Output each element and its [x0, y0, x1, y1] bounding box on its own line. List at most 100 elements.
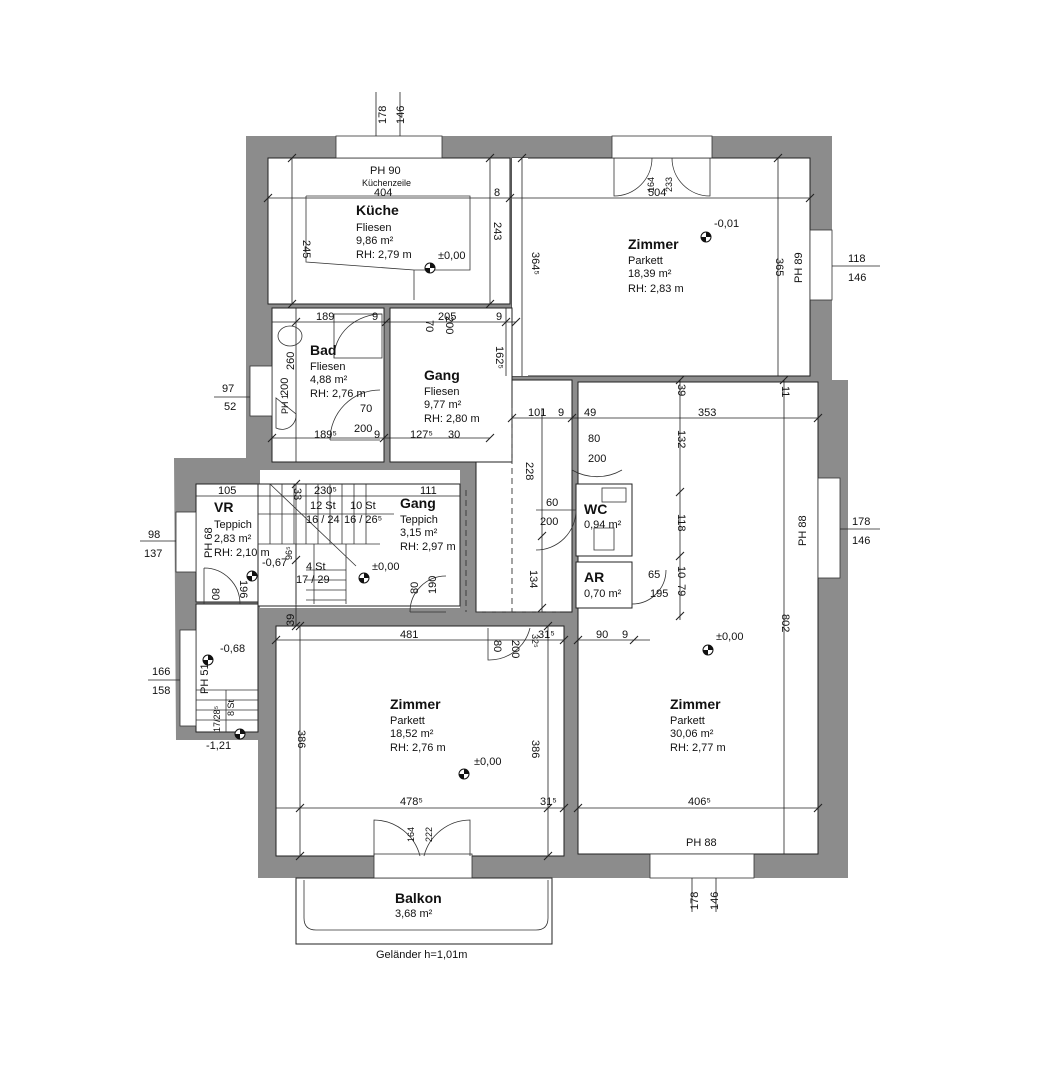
shower-tray — [333, 313, 383, 359]
dim-se-90: 90 — [596, 629, 608, 641]
sink-wc — [601, 487, 627, 503]
wdim-left-vr-a: 98 — [148, 529, 160, 541]
dim-vr-105: 105 — [218, 485, 236, 497]
window-kueche-top — [335, 135, 443, 159]
stair-upper-a-steps: 12 St — [310, 500, 336, 512]
room-name-gang1: Gang — [424, 367, 460, 383]
dim-sw-481: 481 — [400, 629, 418, 641]
dim-se-802: 802 — [779, 614, 791, 632]
doors — [203, 157, 711, 857]
room-floor-zimmer-ne: Parkett — [628, 255, 663, 267]
door-bad — [329, 389, 381, 441]
dim-gang-70a: 70 — [423, 320, 435, 332]
parapet-labels: PH 90 PH 89 PH 1 PH 88 PH 68 PH 51 PH 88 — [199, 165, 809, 849]
dim-bad-200d: 200 — [354, 423, 372, 435]
room-rh-zimmer-ne: RH: 2,83 m — [628, 283, 684, 295]
stair-lower-steps: 4 St — [306, 561, 326, 573]
dim-sw-386a: 386 — [295, 730, 307, 748]
room-vr — [195, 483, 261, 603]
room-zimmer-ne — [511, 157, 811, 377]
door-balkon-left — [373, 819, 421, 857]
dim-corr-49: 49 — [584, 407, 596, 419]
room-floor-zimmer-sw: Parkett — [390, 715, 425, 727]
room-name-gang2: Gang — [400, 495, 436, 511]
parapet-zimmer-ne-right: PH 89 — [793, 252, 805, 283]
dim-bad-1895: 189⁵ — [314, 429, 337, 441]
level-marker-vr — [246, 570, 258, 582]
room-area-bad: 4,88 m² — [310, 374, 348, 386]
dim-sw-325: 32⁵ — [530, 634, 540, 648]
room-name-kueche: Küche — [356, 202, 399, 218]
toilet-wc — [593, 527, 615, 551]
room-rh-zimmer-sw: RH: 2,76 m — [390, 742, 446, 754]
stair-entry-steps: 8 St — [226, 699, 236, 716]
dim-gang2-111: 111 — [420, 485, 437, 497]
stair-labels: 12 St 16 / 24 10 St 16 / 26⁵ 4 St 17 / 2… — [212, 500, 382, 732]
dim-corr-65: 65 — [648, 569, 660, 581]
dim-corr-132: 132 — [675, 430, 687, 448]
fixtures — [196, 195, 627, 931]
dim-gang-162: 162⁵ — [493, 346, 505, 369]
dim-ne-365: 365 — [773, 258, 785, 276]
stair-upper-a-ratio: 16 / 24 — [306, 514, 340, 526]
stairs-entry — [196, 689, 258, 732]
dim-gang-9b: 9 — [496, 311, 502, 323]
room-landing — [195, 603, 259, 733]
level-zimmer-sw: ±0,00 — [474, 756, 501, 768]
room-area-gang1: 9,77 m² — [424, 399, 462, 411]
door-balkon-right — [423, 819, 471, 857]
level-zimmer-ne: -0,01 — [714, 218, 739, 230]
dim-gang2-965: 96⁵ — [284, 546, 294, 560]
parapet-kueche-top: PH 90 — [370, 165, 401, 177]
door-gang2 — [409, 575, 447, 613]
room-bad — [271, 307, 385, 463]
window-balkon-door — [373, 853, 473, 879]
dim-corr-39: 39 — [675, 384, 687, 396]
parapet-entry-left: PH 51 — [199, 663, 211, 694]
room-area-zimmer-sw: 18,52 m² — [390, 728, 434, 740]
dim-sw-80: 80 — [491, 640, 503, 652]
dim-se-9: 9 — [622, 629, 628, 641]
door-wc — [535, 509, 577, 551]
room-floor-zimmer-se: Parkett — [670, 715, 705, 727]
window-bad-left — [249, 365, 273, 417]
room-name-wc: WC — [584, 501, 607, 517]
dim-bad-9a: 9 — [372, 311, 378, 323]
wdim-right-se-b: 146 — [852, 535, 870, 547]
stair-arrow — [269, 483, 357, 567]
dim-corr-195: 195 — [650, 588, 668, 600]
dim-corr-101: 101 — [528, 407, 546, 419]
door-ar — [631, 569, 667, 605]
room-ne-left-recess — [512, 158, 528, 376]
dim-vr-80: 80 — [209, 588, 221, 600]
parapet-zimmer-se-right: PH 88 — [797, 515, 809, 546]
dim-corr-228: 228 — [523, 462, 535, 480]
dim-ne-door-b: 233 — [664, 177, 674, 192]
dim-corr-80: 80 — [588, 433, 600, 445]
room-zimmer-se — [577, 381, 819, 855]
level-marker-kueche — [424, 262, 436, 274]
door-vr — [203, 567, 241, 605]
shower-arc — [333, 313, 383, 359]
wdim-bottom-se-a: 178 — [689, 892, 701, 910]
dim-gang-30: 30 — [448, 429, 460, 441]
room-zimmer-sw — [275, 625, 565, 857]
dim-corr-200e: 200 — [588, 453, 606, 465]
level-marker-zimmer-ne — [700, 231, 712, 243]
room-floor-vr: Teppich — [214, 519, 252, 531]
level-markers — [202, 231, 714, 780]
kitchen-counter — [305, 195, 471, 300]
balkon-railing-note: Geländer h=1,01m — [376, 949, 467, 961]
window-ne-right — [809, 229, 833, 301]
stair-entry-ratio: 17/28⁵ — [212, 705, 222, 732]
dim-sw-386b: 386 — [529, 740, 541, 758]
dim-ne-width: 504 — [648, 187, 666, 199]
dim-bad-70: 70 — [360, 403, 372, 415]
room-area-zimmer-ne: 18,39 m² — [628, 268, 672, 280]
parapet-zimmer-se-bottom: PH 88 — [686, 837, 717, 849]
room-floor-gang2: Teppich — [400, 514, 438, 526]
dim-gang-205: 205 — [438, 311, 456, 323]
level-landing: -0,68 — [220, 643, 245, 655]
room-name-zimmer-se: Zimmer — [670, 696, 721, 712]
stairs-upper — [257, 484, 394, 545]
